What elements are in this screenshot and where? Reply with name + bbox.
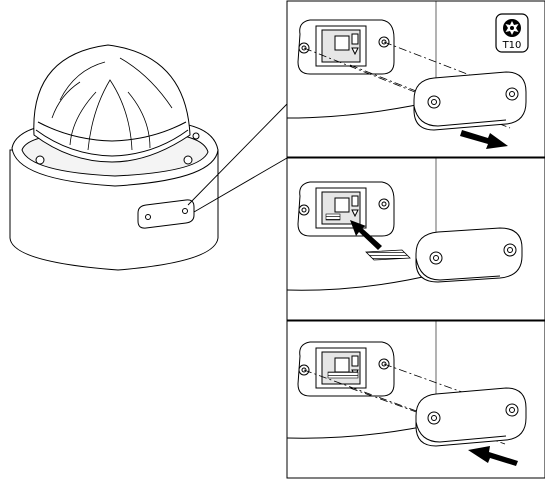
step-panel-1: T10 — [287, 1, 545, 157]
dome-camera — [10, 45, 218, 270]
torx-star-icon — [503, 19, 521, 37]
tool-badge: T10 — [496, 14, 528, 52]
sd-card-inserted — [328, 372, 358, 378]
dome-cover — [34, 45, 190, 162]
tool-badge-label: T10 — [502, 40, 522, 51]
step-panel-2 — [287, 158, 545, 320]
step-panel-3 — [287, 321, 545, 478]
